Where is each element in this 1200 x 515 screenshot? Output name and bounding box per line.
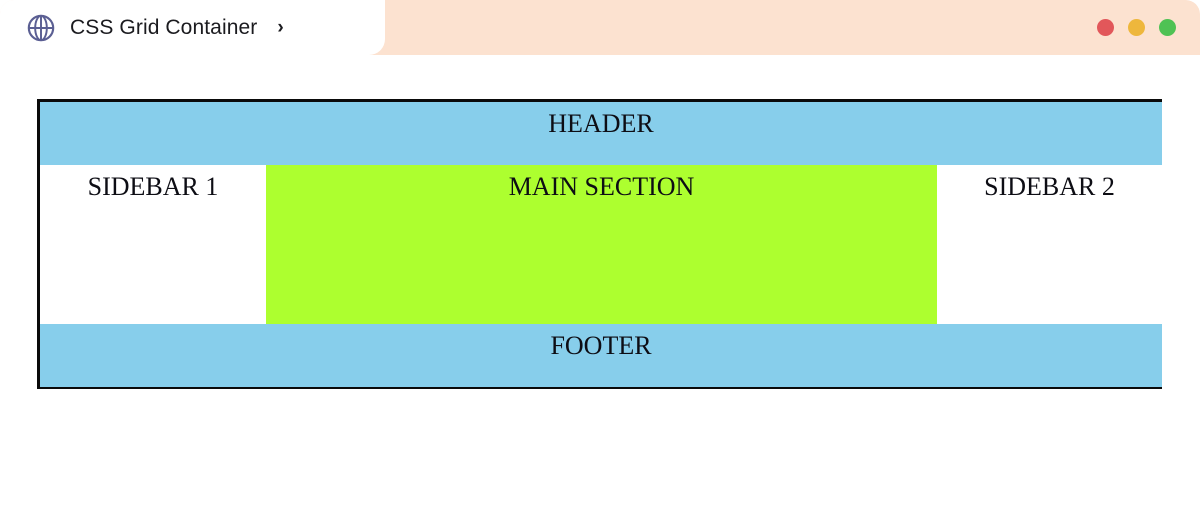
grid-area-main-section: MAIN SECTION xyxy=(266,165,937,324)
css-grid-container: HEADER SIDEBAR 1 MAIN SECTION SIDEBAR 2 … xyxy=(37,99,1162,389)
grid-area-header-label: HEADER xyxy=(548,109,654,138)
grid-area-sidebar-2: SIDEBAR 2 xyxy=(937,165,1162,324)
chevron-right-icon[interactable]: › xyxy=(277,16,284,38)
browser-tab-css-grid-container[interactable]: CSS Grid Container › xyxy=(0,0,385,55)
tab-content: CSS Grid Container › xyxy=(0,13,284,43)
minimize-window-button[interactable] xyxy=(1128,19,1145,36)
grid-area-sidebar-1-label: SIDEBAR 1 xyxy=(87,172,219,201)
globe-icon xyxy=(26,13,56,43)
close-window-button[interactable] xyxy=(1097,19,1114,36)
grid-area-main-section-label: MAIN SECTION xyxy=(508,172,695,201)
grid-area-footer-label: FOOTER xyxy=(550,331,652,360)
grid-area-sidebar-2-label: SIDEBAR 2 xyxy=(984,172,1115,201)
window-controls xyxy=(1097,0,1176,55)
grid-area-header: HEADER xyxy=(40,102,1162,165)
tab-title: CSS Grid Container xyxy=(70,15,258,39)
grid-area-sidebar-1: SIDEBAR 1 xyxy=(40,165,266,324)
grid-area-footer: FOOTER xyxy=(40,324,1162,387)
maximize-window-button[interactable] xyxy=(1159,19,1176,36)
page-content: HEADER SIDEBAR 1 MAIN SECTION SIDEBAR 2 … xyxy=(0,55,1200,515)
browser-tab-bar: CSS Grid Container › xyxy=(0,0,1200,55)
